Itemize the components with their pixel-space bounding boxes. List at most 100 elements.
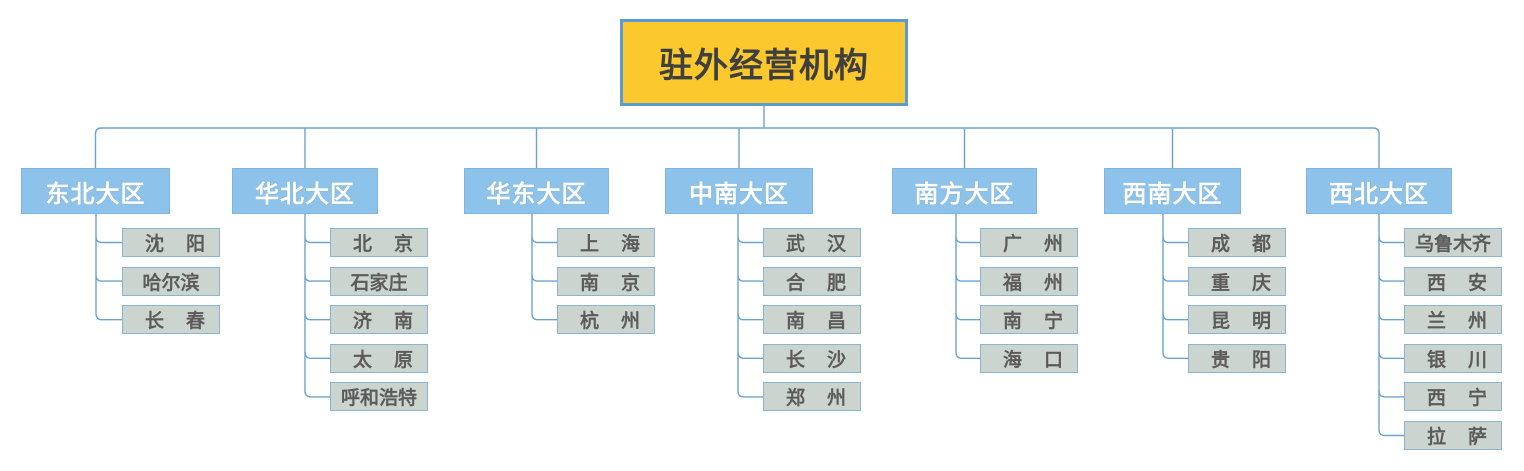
city-node[interactable]: 呼和浩特 — [330, 382, 428, 412]
city-node-label: 西宁 — [1427, 388, 1510, 410]
connector-path — [304, 390, 330, 398]
connector-path — [95, 236, 122, 244]
city-node[interactable]: 昆明 — [1188, 305, 1294, 335]
city-node-label: 石家庄 — [350, 272, 408, 294]
city-node[interactable]: 福州 — [980, 266, 1078, 296]
city-node[interactable]: 银川 — [1404, 343, 1510, 373]
city-node[interactable]: 合肥 — [763, 266, 869, 296]
city-node-label: 成都 — [1211, 234, 1294, 255]
connector-path — [737, 313, 763, 321]
city-node-label: 郑州 — [786, 388, 869, 410]
connector-path — [94, 127, 1380, 135]
connector-path — [1162, 236, 1188, 244]
region-node[interactable]: 东北大区 — [21, 168, 170, 214]
connector-path — [95, 275, 122, 282]
city-node[interactable]: 广州 — [980, 228, 1078, 257]
city-node-label: 重庆 — [1211, 272, 1294, 294]
city-node[interactable]: 杭州 — [557, 305, 655, 335]
city-node[interactable]: 兰州 — [1404, 305, 1510, 335]
city-node[interactable]: 上海 — [557, 228, 655, 257]
city-node-label: 拉萨 — [1427, 427, 1510, 448]
region-node[interactable]: 南方大区 — [892, 168, 1037, 214]
city-node-label: 北京 — [353, 234, 436, 255]
city-node[interactable]: 南京 — [557, 266, 655, 296]
connector-path — [95, 313, 122, 321]
city-node[interactable]: 乌鲁木齐 — [1404, 228, 1502, 257]
connector-path — [1378, 390, 1404, 398]
connector-path — [1162, 352, 1188, 359]
city-node[interactable]: 西安 — [1404, 266, 1510, 296]
connector-path — [955, 275, 980, 282]
connector-path — [531, 275, 557, 282]
connector-path — [737, 236, 763, 244]
connector-path — [531, 313, 557, 321]
connector-path — [737, 352, 763, 359]
connector-path — [531, 236, 557, 244]
city-node[interactable]: 贵阳 — [1188, 343, 1294, 373]
region-node-label: 西南大区 — [1122, 180, 1223, 208]
city-node-label: 西安 — [1427, 272, 1510, 294]
city-node[interactable]: 太原 — [330, 343, 436, 373]
connector-path — [1378, 313, 1404, 321]
city-node[interactable]: 石家庄 — [330, 266, 428, 296]
city-node[interactable]: 南宁 — [980, 305, 1086, 335]
region-node-label: 华北大区 — [255, 180, 355, 208]
connector-path — [1378, 429, 1404, 437]
region-node[interactable]: 华北大区 — [232, 168, 378, 214]
region-node-label: 中南大区 — [689, 180, 789, 208]
city-node[interactable]: 海口 — [980, 343, 1086, 373]
city-node-label: 沈阳 — [145, 234, 228, 255]
city-node[interactable]: 郑州 — [763, 382, 869, 412]
region-node-label: 东北大区 — [45, 180, 146, 208]
region-node-label: 西北大区 — [1329, 180, 1429, 208]
city-node[interactable]: 西宁 — [1404, 382, 1510, 412]
city-node-label: 海口 — [1003, 349, 1086, 371]
city-node-label: 贵阳 — [1211, 349, 1294, 371]
region-node[interactable]: 中南大区 — [665, 168, 813, 214]
city-node[interactable]: 长春 — [122, 305, 228, 335]
connector-path — [304, 275, 330, 282]
city-node-label: 武汉 — [786, 234, 869, 255]
city-node-label: 太原 — [353, 349, 436, 371]
connector-path — [304, 352, 330, 359]
city-node[interactable]: 长沙 — [763, 343, 869, 373]
city-node-label: 上海 — [580, 234, 663, 255]
region-node-label: 南方大区 — [914, 180, 1015, 208]
region-node-label: 华东大区 — [486, 180, 587, 208]
connector-path — [737, 275, 763, 282]
city-node-label: 长沙 — [786, 349, 869, 371]
city-node[interactable]: 北京 — [330, 228, 428, 257]
city-node[interactable]: 南昌 — [763, 305, 869, 335]
city-node[interactable]: 重庆 — [1188, 266, 1294, 296]
connector-path — [1162, 313, 1188, 321]
city-node[interactable]: 武汉 — [763, 228, 861, 257]
city-node-label: 昆明 — [1211, 311, 1294, 333]
city-node-label: 兰州 — [1427, 311, 1510, 333]
connector-path — [955, 352, 980, 359]
connector-path — [955, 236, 980, 244]
region-node[interactable]: 西南大区 — [1104, 168, 1241, 214]
region-node[interactable]: 华东大区 — [464, 168, 609, 214]
connector-path — [955, 313, 980, 321]
city-node-label: 长春 — [145, 311, 228, 333]
root-node-label: 驻外经营机构 — [659, 47, 869, 85]
connector-path — [1162, 275, 1188, 282]
city-node[interactable]: 沈阳 — [122, 228, 220, 257]
city-node-label: 济南 — [353, 311, 436, 333]
city-node-label: 银川 — [1427, 349, 1510, 371]
city-node[interactable]: 哈尔滨 — [122, 266, 220, 296]
region-node[interactable]: 西北大区 — [1306, 168, 1452, 214]
city-node-label: 南昌 — [786, 311, 869, 333]
root-node[interactable]: 驻外经营机构 — [620, 19, 908, 106]
city-node-label: 合肥 — [786, 272, 869, 294]
connector-path — [1378, 236, 1404, 244]
city-node-label: 哈尔滨 — [142, 272, 200, 294]
city-node-label: 呼和浩特 — [340, 388, 417, 410]
connector-path — [737, 390, 763, 398]
city-node[interactable]: 成都 — [1188, 228, 1286, 257]
city-node[interactable]: 济南 — [330, 305, 436, 335]
city-node[interactable]: 拉萨 — [1404, 421, 1502, 450]
city-node-label: 南宁 — [1003, 311, 1086, 333]
